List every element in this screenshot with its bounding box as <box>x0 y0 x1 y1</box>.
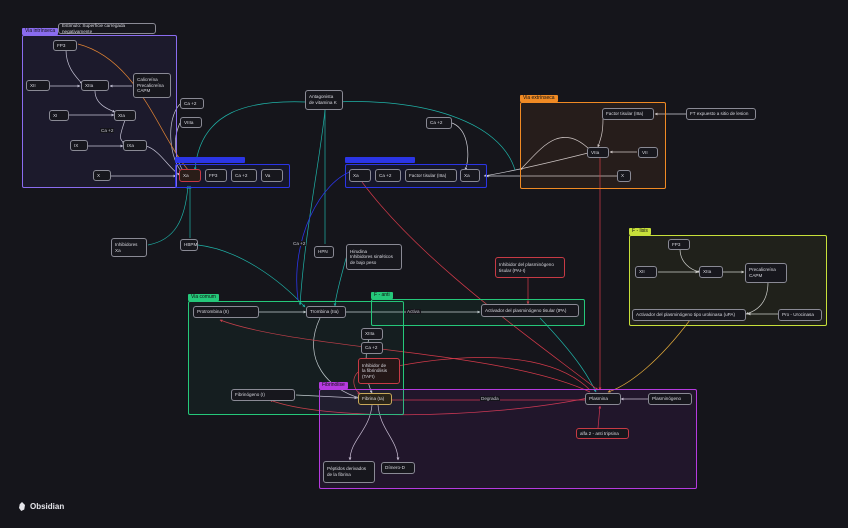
node-xiia[interactable]: XIIa <box>81 80 109 91</box>
edge-fibrina-dim <box>377 404 400 461</box>
node-ca-f[interactable]: Ca +2 <box>361 342 383 354</box>
node-plasmina[interactable]: Plasmina <box>585 393 621 405</box>
node-dimero[interactable]: Dímero-D <box>381 462 415 474</box>
label-ca-xi: Ca +2 <box>100 128 115 133</box>
edge-ft-viia <box>597 118 604 148</box>
edge-tafi-red <box>379 357 591 391</box>
node-vii[interactable]: VII <box>638 147 658 158</box>
node-factor-tisular[interactable]: Factor tisular (IIIa) <box>602 108 654 120</box>
label-degrada: Degrada <box>480 396 500 401</box>
node-pai[interactable]: Inhibidor del plasminógeno tisular (PAI-… <box>495 257 565 278</box>
edge-hbpm-trom <box>197 244 306 308</box>
node-xiia-b[interactable]: XIIa <box>699 266 723 278</box>
node-peptidos[interactable]: Péptidos derivados de la fibrina <box>323 461 375 483</box>
node-fibrina[interactable]: Fibrina (Ia) <box>358 393 392 405</box>
edge-ca2-xa2 <box>451 122 469 171</box>
node-va-1[interactable]: Va <box>261 169 283 182</box>
node-plasminogeno[interactable]: Plasminógeno <box>648 393 692 405</box>
edge-antag-xa1 <box>193 101 307 171</box>
node-antagonista[interactable]: Antagonista de vitamina K <box>305 90 343 110</box>
group-label <box>345 157 415 163</box>
node-precalicreina-b[interactable]: Precalicreína CAPM <box>745 263 787 283</box>
edge-tpa-plm <box>539 317 597 393</box>
edge-blue-1 <box>296 169 356 301</box>
edge-viiia-xa <box>175 122 185 173</box>
node-xii[interactable]: XII <box>26 80 50 91</box>
edge-plm-protr <box>219 319 591 393</box>
label-activa: Activa <box>406 309 421 314</box>
edge-xa2-plasmina <box>361 181 599 391</box>
edge-alfa2-plm <box>597 405 602 429</box>
node-hirudina[interactable]: Hirudina Inhibidores sintéticos de bajo … <box>346 244 402 270</box>
node-protrombina[interactable]: Protrombina (II) <box>193 306 259 318</box>
node-calicreina[interactable]: Calicreína Precalicreína CAPM <box>133 73 171 98</box>
edge-inh-xa <box>147 185 190 246</box>
node-inhibidores-xa[interactable]: Inhibidores Xa <box>111 238 147 257</box>
node-fp3[interactable]: FP3 <box>53 40 77 51</box>
node-upa[interactable]: Activador del plasminógeno tipo urokinas… <box>632 309 746 321</box>
node-estimulo[interactable]: Estímulo: Superfície carregada negativam… <box>58 23 156 34</box>
node-fp3-c[interactable]: FP3 <box>668 239 690 250</box>
node-xii-b[interactable]: XII <box>635 266 657 278</box>
group-label: Via extrínseca <box>520 95 558 102</box>
node-xia[interactable]: XIa <box>114 110 136 121</box>
node-viiia[interactable]: VIIIa <box>180 117 202 128</box>
node-xa-3[interactable]: Xa <box>460 169 480 182</box>
node-factor-tisular-2[interactable]: Factor tisular (IIIa) <box>405 169 457 182</box>
group-label: Via comum <box>188 294 219 301</box>
node-x-b[interactable]: X <box>617 170 631 182</box>
node-fibrinogeno[interactable]: Fibrinógeno (I) <box>231 389 295 401</box>
node-ixa[interactable]: IXa <box>123 140 147 151</box>
node-ca-c[interactable]: Ca +2 <box>231 169 257 182</box>
edge-upa-plm <box>607 319 691 393</box>
node-viia[interactable]: VIIa <box>587 147 609 158</box>
edge-viia-ft-curve <box>519 137 591 171</box>
node-prourokinasa[interactable]: Pro - Urocinasa <box>778 309 822 321</box>
node-xa-2[interactable]: Xa <box>349 169 371 182</box>
edge-trom-fibrina <box>313 317 361 399</box>
node-xa-1[interactable]: Xa <box>179 169 201 182</box>
node-trombina[interactable]: Trombina (IIa) <box>306 306 346 318</box>
node-hpn[interactable]: HPN <box>314 246 334 258</box>
node-ca-d[interactable]: Ca +2 <box>426 117 452 129</box>
edge-plm-fibg <box>269 397 589 416</box>
node-xiiia[interactable]: XIIIa <box>361 328 383 340</box>
edge-viia-xa2 <box>483 152 589 177</box>
edge-hirud-trom <box>333 254 348 307</box>
node-activador-tpa[interactable]: Activador del plasminógeno tisular (tPA) <box>481 304 579 317</box>
node-hbpm[interactable]: HBPM <box>180 239 198 251</box>
node-ca-e[interactable]: Ca +2 <box>375 169 401 182</box>
edge-antag-xa2 <box>335 101 516 171</box>
app-name: Obsidian <box>30 502 65 511</box>
edge-fibg-fibrina <box>295 394 358 400</box>
node-fp3-b[interactable]: FP3 <box>205 169 227 182</box>
edge-fibrina-pep <box>348 404 373 461</box>
obsidian-logo: Obsidian <box>18 502 64 511</box>
group-label: F - lisis <box>629 228 651 235</box>
node-alfa2[interactable]: alfa 2 - anti tripsina <box>576 428 629 439</box>
node-ft-expuesto[interactable]: FT expuesto a sitio de lesion <box>686 108 756 120</box>
edge-antag-tromb <box>298 109 326 306</box>
edge-tafi-fib <box>353 371 361 395</box>
node-x[interactable]: X <box>93 170 111 181</box>
node-tafi[interactable]: Inhibidor de la fibrinólisis (TAFI) <box>358 358 400 384</box>
node-xi[interactable]: XI <box>49 110 69 121</box>
group-via-intrinseca: Via intrínseca <box>22 28 177 188</box>
group-label: F - anti <box>371 292 393 299</box>
edge-xiia-xia <box>94 90 116 113</box>
obsidian-logo-icon <box>19 502 25 511</box>
edge-ixa-xa <box>145 145 181 176</box>
node-ca-b[interactable]: Ca +2 <box>180 98 204 109</box>
group-label: Via intrínseca <box>22 28 59 35</box>
group-label <box>175 157 245 163</box>
label-ca-mid: Ca +2 <box>292 241 307 246</box>
node-ix[interactable]: IX <box>70 140 88 151</box>
group-label: Fibrinólise <box>319 382 348 389</box>
